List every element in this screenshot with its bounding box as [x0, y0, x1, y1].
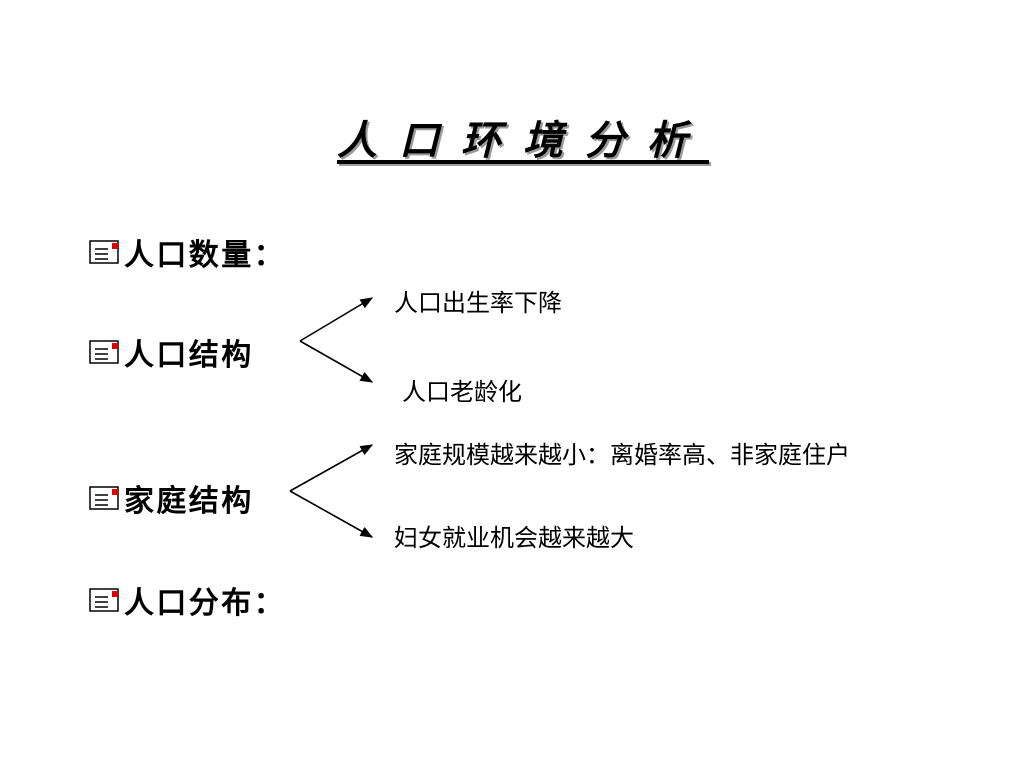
bullet-label: 人口结构: [124, 338, 254, 373]
arrow-group-family-structure: [289, 444, 374, 538]
document-bullet-icon: [89, 486, 119, 510]
bullet-family-structure: 家庭结构: [88, 476, 254, 520]
arrow-group-population-structure: [299, 297, 374, 383]
bullet-population-size: 人口数量：: [88, 230, 286, 274]
bullet-population-distribution: 人口分布：: [88, 578, 286, 622]
branch-birth-rate-decline: 人口出生率下降: [394, 289, 562, 317]
branch-smaller-households: 家庭规模越来越小：离婚率高、非家庭住户: [394, 441, 850, 469]
document-bullet-icon: [89, 340, 119, 364]
branch-women-employment: 妇女就业机会越来越大: [394, 524, 634, 552]
bullet-population-structure: 人口结构: [88, 330, 254, 374]
document-bullet-icon: [89, 240, 119, 264]
arrow-to-birth-rate: [299, 297, 374, 342]
bullet-label: 人口分布：: [124, 586, 286, 621]
slide-title: 人口环境分析: [337, 117, 709, 164]
bullet-label: 人口数量：: [124, 238, 286, 273]
branch-population-aging: 人口老龄化: [402, 378, 522, 406]
arrow-to-women-employment: [289, 490, 374, 538]
document-bullet-icon: [89, 588, 119, 612]
arrow-to-aging: [299, 340, 374, 383]
arrow-to-household-size: [289, 444, 374, 492]
bullet-label: 家庭结构: [124, 484, 254, 519]
